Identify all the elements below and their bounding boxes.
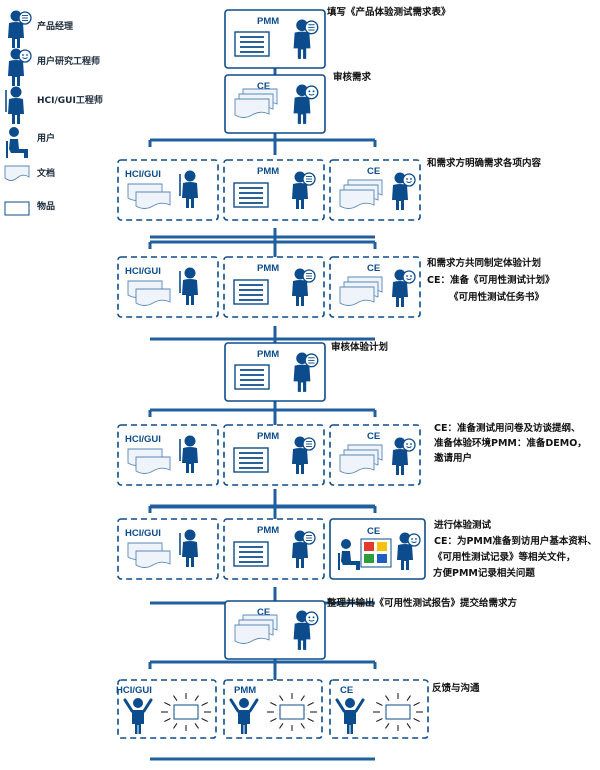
hci-role-label-3: HCI/GUI	[125, 434, 161, 445]
step1-pmm-box-role: PMM	[257, 16, 279, 27]
step4-ce: CE	[329, 256, 421, 318]
step7-annotation-line-3: 《可用性测试记录》等相关文件，	[433, 551, 576, 563]
step8-ce-box: CE	[224, 600, 326, 660]
ce-test-figure	[397, 532, 421, 570]
document-legend-icon	[4, 165, 30, 181]
step5-pmm-box-role: PMM	[257, 349, 279, 360]
step7-annotation-line-1: 进行体验测试	[434, 519, 492, 531]
pmm-figure-2	[292, 268, 316, 306]
step4-annotation-line-3: 《可用性测试任务书》	[449, 291, 544, 303]
ce-figure-1	[392, 172, 416, 210]
pmm-role-label-3: PMM	[257, 431, 279, 442]
step3-ce: CE	[329, 159, 421, 221]
hci-figure-4	[179, 529, 198, 567]
ce-role-label-1: CE	[367, 166, 380, 177]
step4-group: HCI/GUI PMM	[117, 256, 325, 318]
pmm-role-label-1: PMM	[257, 166, 279, 177]
step6-ce: CE	[329, 424, 421, 486]
legend-label-5: 文档	[36, 167, 55, 179]
hci-figure-1	[179, 170, 198, 208]
hci-gui-engineer-icon	[5, 86, 24, 124]
feedback-role-label-1: HCI/GUI	[116, 685, 152, 696]
ce-test-role-label: CE	[367, 526, 380, 537]
sticky-note-3	[364, 554, 374, 563]
hci-role-label-4: HCI/GUI	[125, 528, 161, 539]
test-user-figure	[338, 539, 360, 570]
pmm-figure-3	[292, 436, 316, 474]
feedback-object-1	[161, 693, 211, 731]
feedback-object-2	[267, 693, 317, 731]
step7-group: HCI/GUI PMM	[117, 518, 325, 580]
legend-label-3: HCI/GUI工程师	[37, 94, 103, 106]
sticky-note-2	[377, 542, 387, 551]
sticky-note-1	[364, 542, 374, 551]
step7-annotation-line-2: CE：为PMM准备到访用户基本资料、	[434, 535, 597, 547]
step6-annotation-line-1: CE：准备测试用问卷及访谈提纲、	[434, 422, 580, 434]
ce-figure-2	[392, 269, 416, 307]
hci-role-label-1: HCI/GUI	[125, 169, 161, 180]
step1-annotation-line-1: 填写《产品体验测试需求表》	[327, 6, 451, 18]
hci-role-label-2: HCI/GUI	[125, 266, 161, 277]
hci-figure-3	[179, 435, 198, 473]
feedback-1: HCI/GUI	[116, 679, 217, 739]
user-seated-icon	[6, 127, 28, 158]
step3-group: HCI/GUI PMM	[117, 159, 325, 221]
feedback-role-label-2: PMM	[234, 685, 256, 696]
step2-annotation-line-1: 审核需求	[333, 71, 372, 83]
step4-annotation-line-2: CE：准备《可用性测试计划》	[427, 274, 554, 286]
pmm-role-label-2: PMM	[257, 263, 279, 274]
step7-annotation-line-4: 方便PMM记录相关问题	[433, 567, 535, 579]
product-manager-icon	[8, 10, 32, 48]
step8-annotation-line-1: 整理并输出《可用性测试报告》提交给需求方	[326, 597, 518, 609]
ce-figure-3	[392, 437, 416, 475]
step7-ce-test: CE	[329, 518, 426, 580]
pmm-figure-1	[292, 171, 316, 209]
step2-ce-box: CE	[224, 74, 326, 134]
legend-label-1: 产品经理	[37, 20, 73, 32]
user-researcher-icon	[8, 48, 32, 86]
step9-annotation-line-1: 反馈与沟通	[432, 682, 480, 694]
feedback-figure-1	[123, 698, 153, 734]
step-annotations: 填写《产品体验测试需求表》审核需求和需求方明确需求各项内容和需求方共同制定体验计…	[326, 6, 597, 694]
object-legend-icon	[4, 201, 30, 216]
feedback-role-label-3: CE	[340, 685, 353, 696]
step5-annotation-line-1: 审核体验计划	[331, 341, 388, 353]
step4-annotation-line-1: 和需求方共同制定体验计划	[426, 257, 541, 269]
step2-ce-box-role: CE	[257, 81, 270, 92]
legend-label-2: 用户研究工程师	[36, 55, 100, 67]
flow-nodes: PMM CE PMM CE HCI/GUI PMM HCI/GUI PMM HCI/GUI PMM…	[116, 9, 429, 739]
step6-annotation-line-2: 准备体验环境PMM：准备DEMO，	[434, 437, 587, 449]
feedback-figure-3	[335, 698, 365, 734]
step3-annotation-line-1: 和需求方明确需求各项内容	[426, 157, 542, 169]
step6-group: HCI/GUI PMM	[117, 424, 325, 486]
pmm-role-label-4: PMM	[257, 525, 279, 536]
legend-label-6: 物品	[37, 200, 55, 212]
hci-figure-2	[179, 267, 198, 305]
feedback-object-3	[373, 693, 423, 731]
sticky-note-4	[377, 554, 387, 563]
ce-role-label-3: CE	[367, 431, 380, 442]
step6-annotation-line-3: 邀请用户	[434, 452, 472, 464]
step1-pmm-box: PMM	[224, 9, 326, 69]
feedback-figure-2	[229, 698, 259, 734]
step8-ce-box-role: CE	[257, 607, 270, 618]
legend-label-4: 用户	[36, 132, 55, 144]
pmm-figure-4	[292, 530, 316, 568]
ce-role-label-2: CE	[367, 263, 380, 274]
feedback-2: PMM	[223, 679, 323, 739]
flow-connectors	[148, 43, 377, 761]
feedback-3: CE	[329, 679, 429, 739]
step5-pmm-box: PMM	[224, 342, 326, 402]
